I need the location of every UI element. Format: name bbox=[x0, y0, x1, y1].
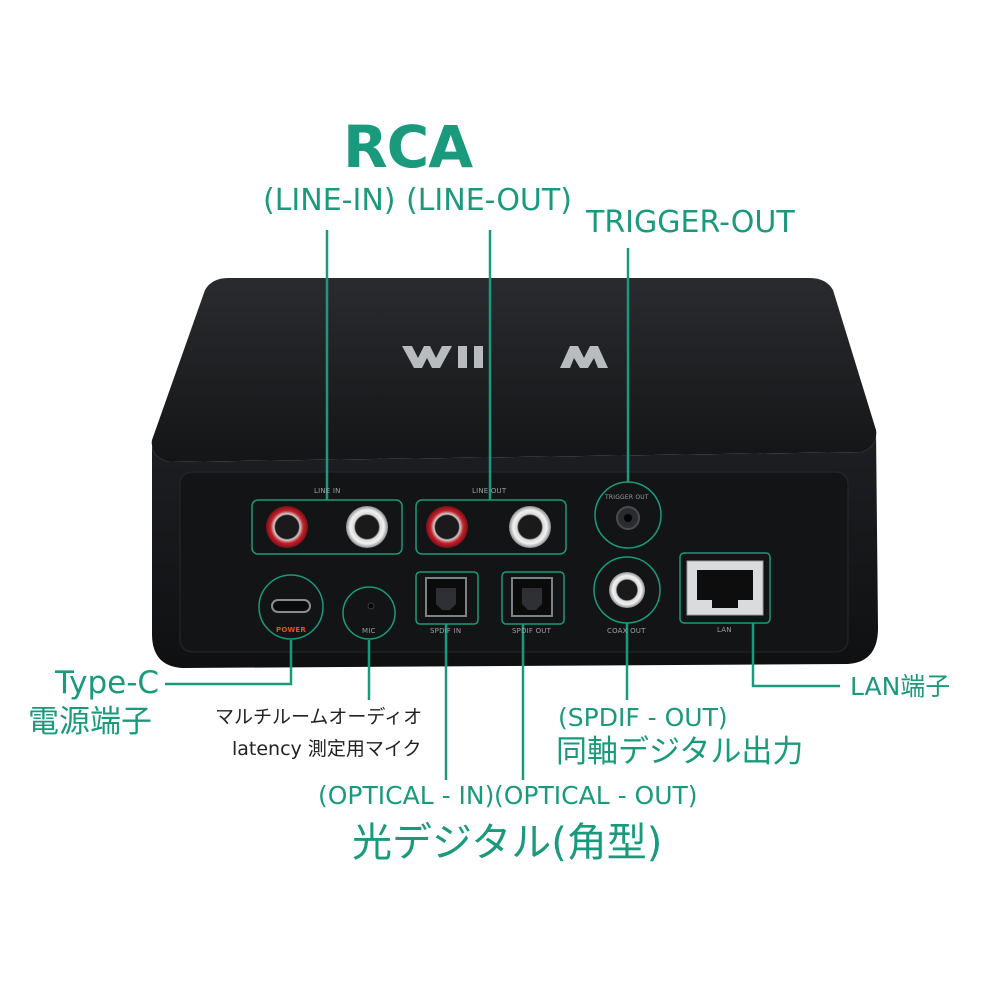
power-ring bbox=[258, 574, 324, 640]
optical-in-label: (OPTICAL - IN) bbox=[318, 781, 495, 810]
panel-label-coax-out: COAX OUT bbox=[607, 627, 646, 635]
leader-lines bbox=[165, 230, 840, 780]
line-in-label: (LINE-IN) bbox=[263, 183, 396, 218]
spdif-out-label: (SPDIF - OUT) bbox=[558, 703, 728, 732]
spdif-out-caption: 同軸デジタル出力 bbox=[556, 734, 804, 770]
panel-label-trigger-out: TRIGGER OUT bbox=[605, 494, 649, 501]
panel-label-lan: LAN bbox=[717, 626, 732, 634]
line-out-red-jack bbox=[426, 506, 468, 548]
mic-caption-line2: latency 測定用マイク bbox=[232, 738, 422, 760]
panel-label-power: POWER bbox=[276, 626, 306, 634]
spdif-out-outline bbox=[501, 571, 565, 625]
type-c-caption: 電源端子 bbox=[28, 704, 152, 740]
device-rear-panel bbox=[179, 471, 849, 653]
panel-label-line-in: LINE IN bbox=[314, 487, 341, 495]
optical-out-label: (OPTICAL - OUT) bbox=[494, 781, 698, 810]
lan-outline bbox=[679, 552, 771, 624]
rca-title: RCA bbox=[343, 113, 473, 181]
mic-caption-line1: マルチルームオーディオ bbox=[215, 706, 423, 728]
line-in-red-jack bbox=[266, 506, 308, 548]
coax-out-jack bbox=[609, 572, 645, 608]
usb-c-port bbox=[271, 599, 311, 613]
wiim-logo bbox=[402, 346, 608, 368]
panel-label-spdif-in: SPDIF IN bbox=[430, 627, 462, 635]
device-top-surface bbox=[151, 278, 877, 462]
lan-label: LAN端子 bbox=[850, 672, 951, 701]
line-out-label: (LINE-OUT) bbox=[406, 183, 572, 218]
mic-ring bbox=[342, 586, 396, 640]
line-out-white-jack bbox=[509, 506, 551, 548]
type-c-label: Type-C bbox=[55, 665, 160, 701]
line-in-white-jack bbox=[346, 506, 388, 548]
panel-label-line-out: LINE OUT bbox=[472, 487, 507, 495]
panel-label-mic: MIC bbox=[362, 627, 376, 635]
trigger-out-label: TRIGGER-OUT bbox=[586, 205, 795, 240]
panel-label-spdif-out: SPDIF OUT bbox=[512, 627, 552, 635]
mic-hole bbox=[367, 602, 375, 610]
optical-caption: 光デジタル(角型) bbox=[352, 820, 663, 866]
